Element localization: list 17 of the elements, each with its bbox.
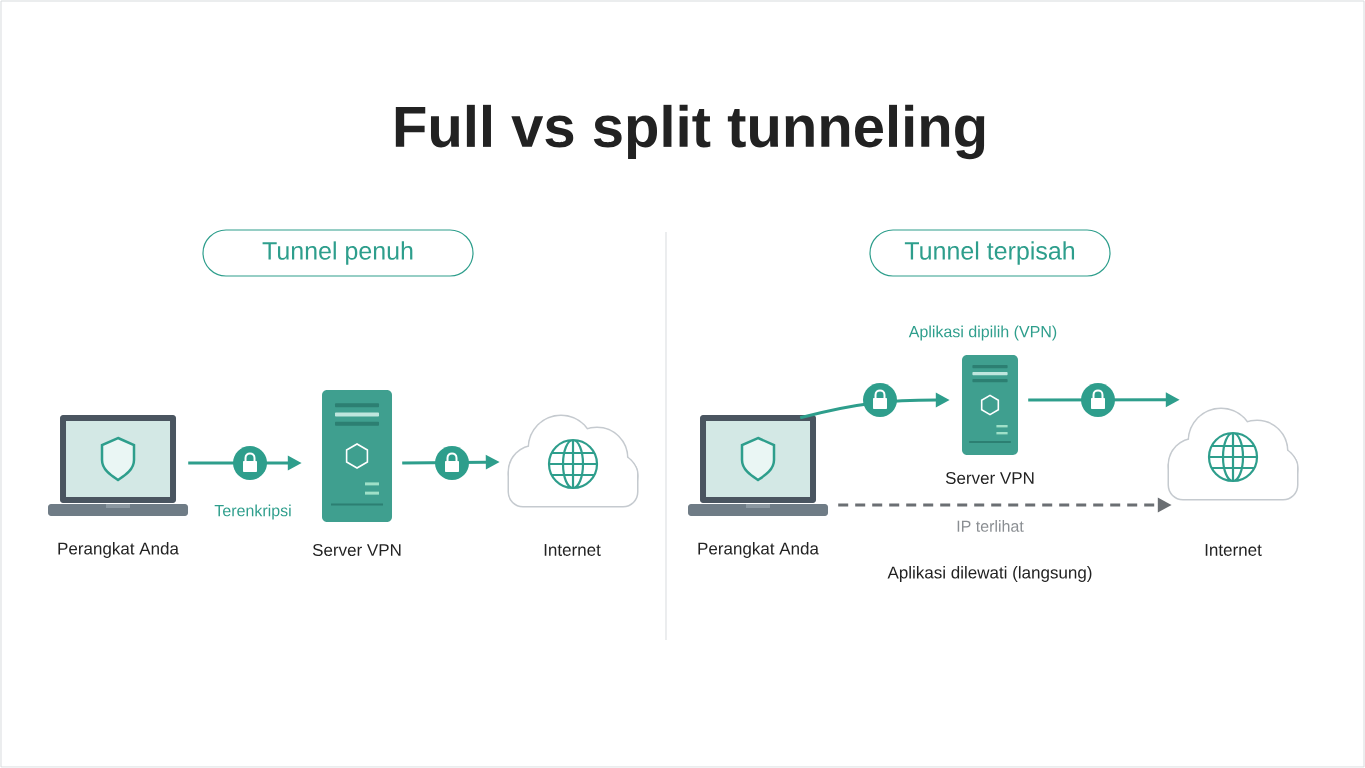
server-drawing (322, 390, 392, 522)
pill-label: Tunnel terpisah (869, 229, 1111, 277)
device-label: Perangkat Anda (698, 542, 819, 558)
device-label: Internet (1205, 544, 1262, 556)
title: Full vs split tunneling (395, 104, 985, 160)
device-label: Server VPN (945, 472, 1034, 484)
device-label: Perangkat Anda (58, 542, 179, 558)
pill-label: Tunnel penuh (202, 229, 474, 277)
cloud-drawing (507, 414, 639, 508)
laptop-drawing (48, 415, 188, 516)
device-label: Internet (544, 544, 601, 556)
edge-label: IP terlihat (954, 518, 1026, 534)
device-label: Server VPN (312, 544, 401, 556)
cloud-drawing (1167, 407, 1299, 501)
laptop-drawing (688, 415, 828, 516)
note-label: Aplikasi dilewati (langsung) (887, 566, 1092, 582)
server-drawing (962, 355, 1018, 455)
